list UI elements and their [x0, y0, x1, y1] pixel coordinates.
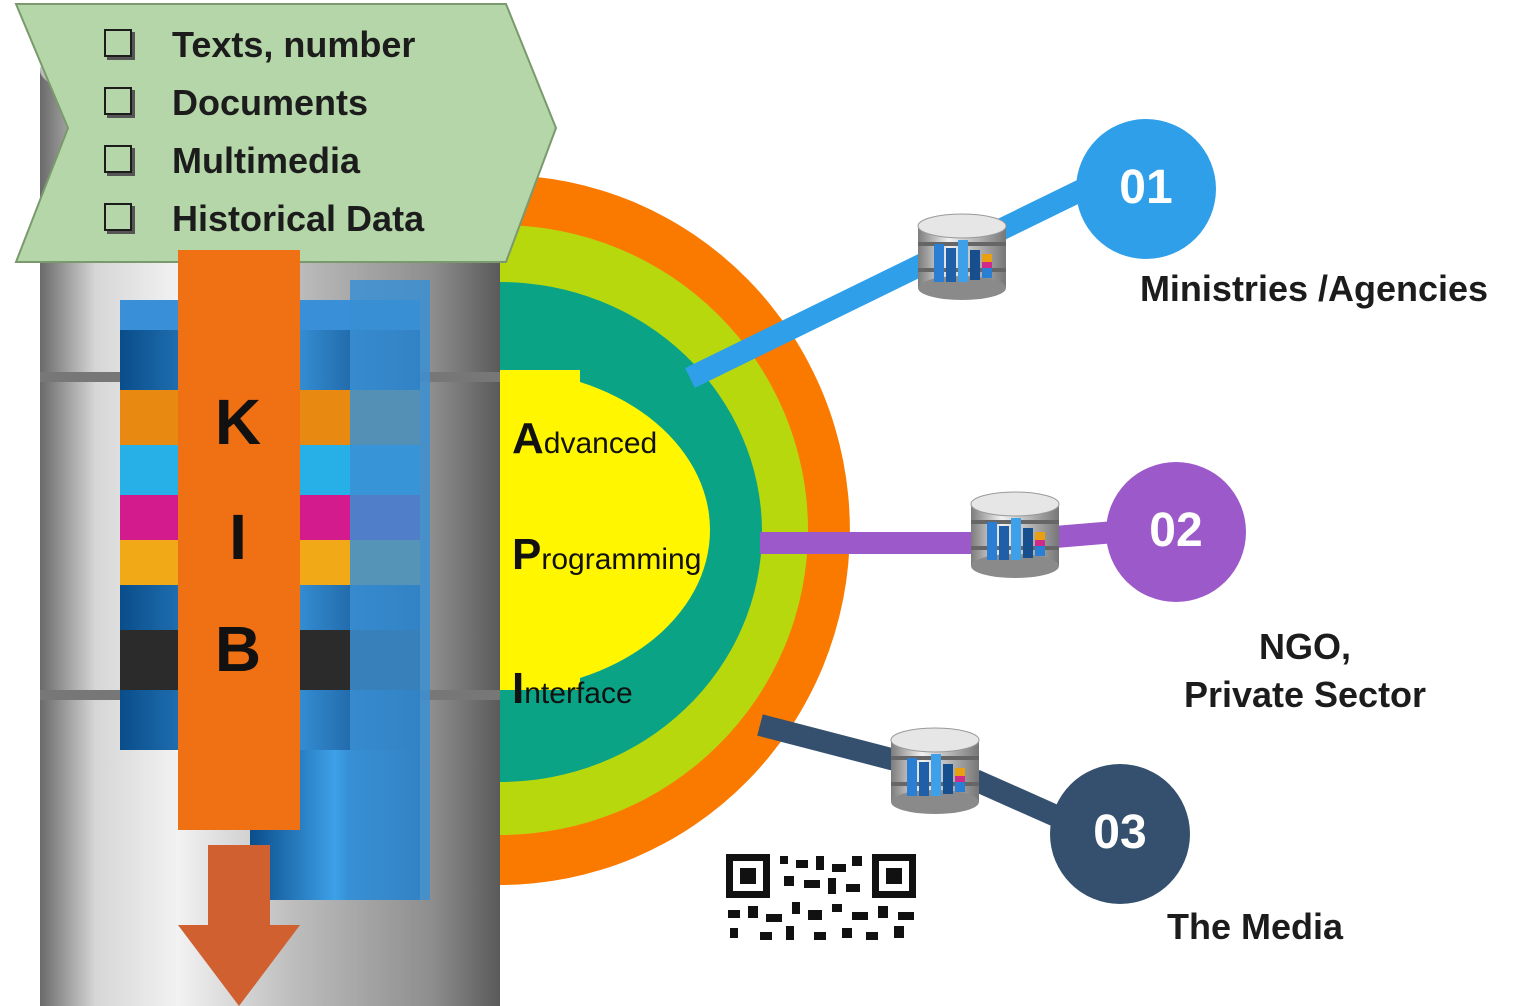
api-row-advanced: Advanced	[512, 414, 658, 463]
database-icon-01	[917, 213, 1007, 301]
source-item-documents: Documents	[104, 82, 368, 124]
connector-line-01	[685, 253, 930, 388]
connector-line-03	[757, 714, 898, 771]
source-item-texts: Texts, number	[104, 24, 415, 66]
connector-line-03b	[970, 769, 1070, 831]
node-number-03: 03	[1093, 806, 1147, 859]
database-icon-02	[970, 491, 1060, 579]
node-label-03: The Media	[1166, 906, 1344, 947]
node-label-02-line1: NGO,	[1258, 626, 1351, 667]
node-label-01: Ministries /Agencies	[1139, 268, 1489, 309]
kib-letter-k: K	[214, 386, 262, 458]
node-number-02: 02	[1149, 504, 1203, 557]
source-item-multimedia: Multimedia	[104, 140, 360, 182]
kib-letter-b: B	[214, 613, 262, 685]
kib-letter-i: I	[229, 501, 247, 573]
down-arrow-icon	[178, 845, 300, 1006]
database-icon-03	[890, 727, 980, 815]
sources-banner	[14, 3, 558, 263]
checkbox-icon	[104, 87, 132, 116]
source-item-historical: Historical Data	[104, 198, 424, 240]
checkbox-icon	[104, 203, 132, 232]
connector-line-01b	[995, 176, 1095, 240]
node-label-02-line2: Private Sector	[1183, 674, 1427, 715]
node-circle-01	[1076, 119, 1216, 259]
node-circle-02	[1106, 462, 1246, 602]
kib-bar	[178, 250, 300, 830]
node-number-01: 01	[1119, 161, 1173, 214]
node-circle-03	[1050, 764, 1190, 904]
connector-line-02b	[1054, 521, 1116, 548]
checkbox-icon	[104, 145, 132, 174]
api-row-programming: Programming	[512, 530, 702, 579]
api-row-interface: Interface	[512, 664, 633, 713]
qr-code-icon	[722, 852, 918, 1006]
checkbox-icon	[104, 29, 132, 58]
